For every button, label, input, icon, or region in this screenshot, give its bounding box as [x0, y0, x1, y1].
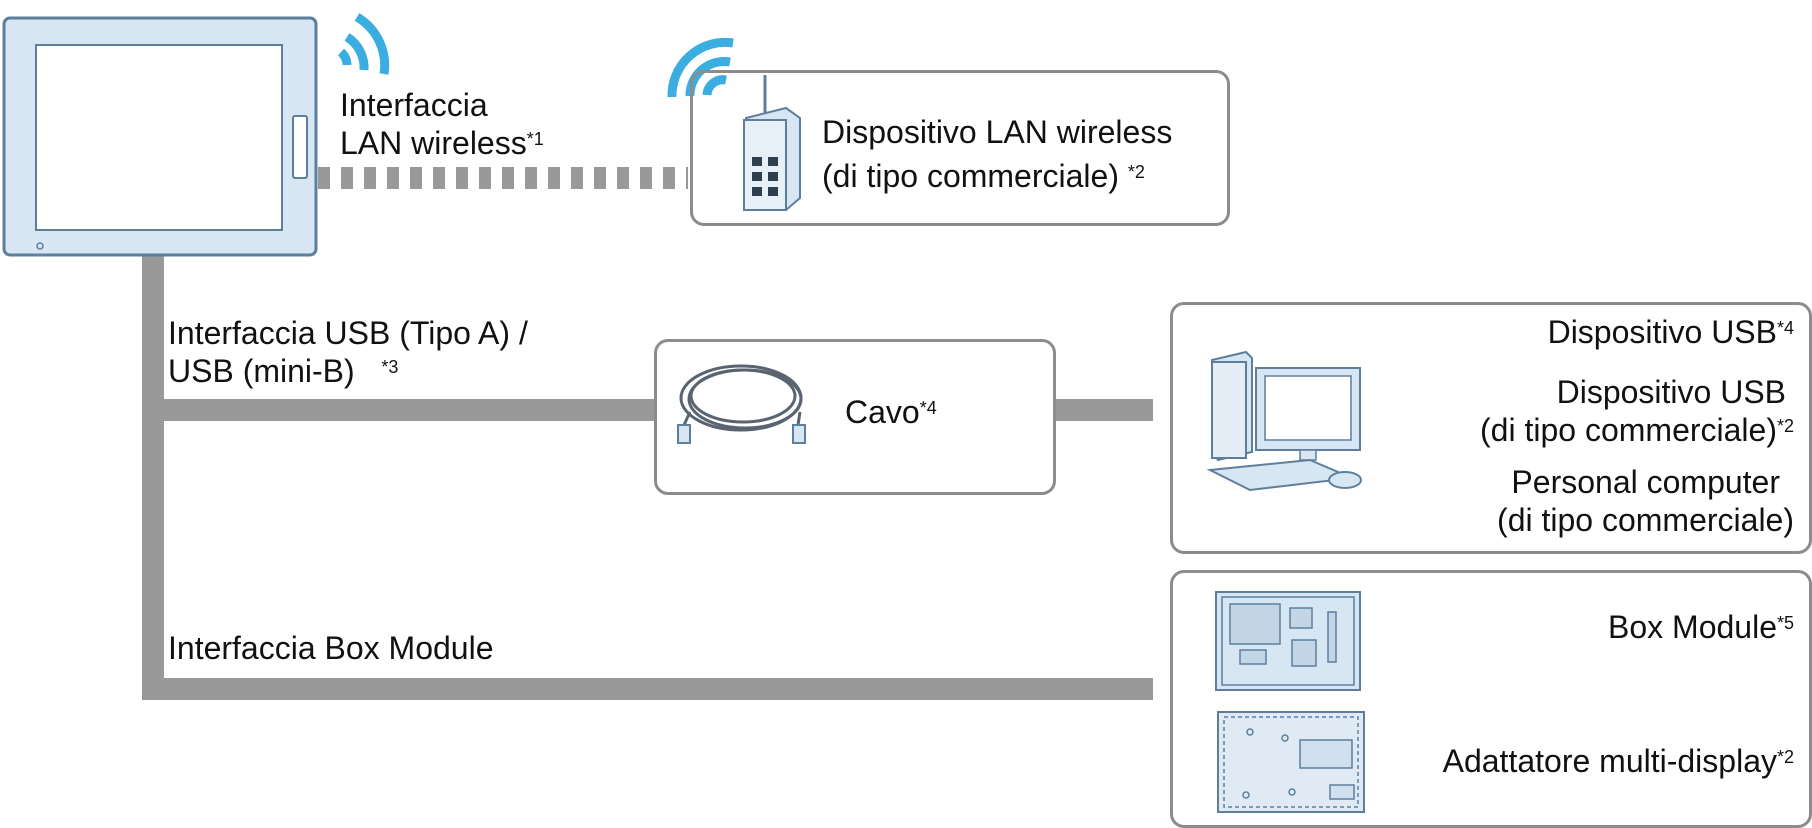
personal-computer-line1: Personal computer: [1511, 464, 1780, 500]
wireless-device-line2: (di tipo commerciale): [822, 158, 1119, 194]
box-interface-text: Interfaccia Box Module: [168, 630, 494, 666]
usb-device-label: Dispositivo USB*4: [1548, 313, 1794, 351]
cable-icon: [677, 364, 806, 444]
usb-commercial-line1: Dispositivo USB: [1556, 374, 1786, 410]
cable-note: *4: [919, 398, 937, 418]
multi-display-adapter-text: Adattatore multi-display: [1442, 743, 1777, 779]
usb-device-text: Dispositivo USB: [1547, 314, 1777, 350]
box-connection-line: [142, 678, 1153, 700]
box-module-icon: [1215, 591, 1361, 691]
wireless-device-note: *2: [1127, 162, 1145, 182]
usb-commercial-line2: (di tipo commerciale): [1480, 412, 1777, 448]
wireless-interface-label: Interfaccia LAN wireless*1: [340, 86, 544, 162]
wireless-device-line1: Dispositivo LAN wireless: [822, 114, 1173, 150]
personal-computer-icon: [1206, 350, 1362, 492]
usb-device-note: *4: [1776, 318, 1794, 338]
multi-display-adapter-icon: [1217, 711, 1365, 813]
usb-interface-label: Interfaccia USB (Tipo A) / USB (mini-B) …: [168, 314, 528, 390]
wireless-interface-line2: LAN wireless: [340, 125, 527, 161]
usb-interface-line2: USB (mini-B): [168, 353, 355, 389]
usb-interface-line1: Interfaccia USB (Tipo A) /: [168, 315, 528, 351]
usb-connection-line-left: [142, 399, 657, 421]
multi-display-adapter-label: Adattatore multi-display*2: [1443, 742, 1794, 780]
box-module-text: Box Module: [1608, 609, 1777, 645]
wireless-interface-note: *1: [526, 129, 544, 149]
usb-interface-note: *3: [381, 357, 399, 377]
multi-display-adapter-note: *2: [1776, 747, 1794, 767]
wireless-signal-icon: [337, 13, 390, 75]
trunk-line: [142, 250, 164, 700]
wireless-interface-line1: Interfaccia: [340, 87, 488, 123]
cable-label: Cavo*4: [845, 393, 937, 431]
personal-computer-label: Personal computer (di tipo commerciale): [1497, 463, 1794, 539]
usb-commercial-device-label: Dispositivo USB (di tipo commerciale)*2: [1480, 373, 1794, 449]
wireless-device-box: [690, 70, 1230, 226]
usb-connection-line-right: [1055, 399, 1153, 421]
box-modules-box: [1170, 570, 1812, 828]
cable-box: [654, 339, 1056, 495]
terminal-device-icon: [2, 16, 318, 257]
access-point-icon: [743, 75, 801, 211]
personal-computer-line2: (di tipo commerciale): [1497, 502, 1794, 538]
cable-text: Cavo: [845, 394, 920, 430]
box-module-note: *5: [1776, 613, 1794, 633]
usb-devices-box: [1170, 302, 1812, 554]
usb-commercial-note: *2: [1776, 416, 1794, 436]
box-interface-label: Interfaccia Box Module: [168, 629, 494, 667]
box-module-label: Box Module*5: [1608, 608, 1794, 646]
wireless-device-label: Dispositivo LAN wireless (di tipo commer…: [822, 113, 1172, 195]
